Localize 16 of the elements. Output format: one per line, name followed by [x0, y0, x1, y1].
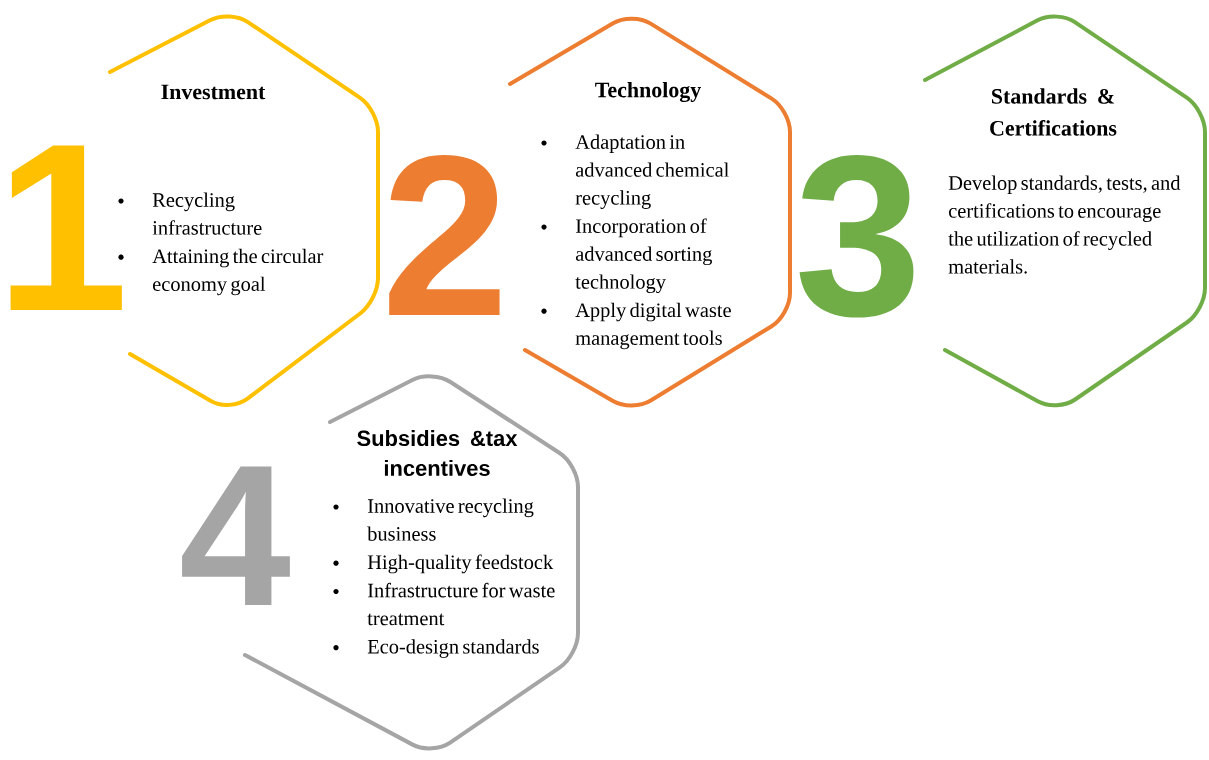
- list-item: Innovative recycling business: [333, 498, 534, 541]
- step-number: 2: [389, 155, 500, 315]
- card-heading: Investment: [161, 84, 266, 100]
- card-heading: Subsidies &tax incentives: [357, 430, 518, 476]
- step-number: 3: [799, 155, 914, 318]
- card-heading: Standards & Certifications: [990, 88, 1117, 136]
- list-item: Adaptation in advanced chemical recycling: [541, 134, 729, 209]
- list-item: Incorporation of advanced sorting technology: [541, 218, 712, 293]
- step-number: 4: [182, 466, 290, 605]
- list-item: Apply digital waste management tools: [541, 302, 731, 350]
- list-item: Eco-design standards: [333, 639, 539, 658]
- list-item: Recycling infrastructure: [118, 192, 262, 235]
- list-item: High-quality feedstock: [333, 554, 554, 574]
- card-text: Develop standards, tests, and certifications to encourage the utilization of recycled materials.: [948, 175, 1181, 274]
- card-heading: Technology: [595, 82, 701, 103]
- list-item: Infrastructure for waste treatment: [333, 582, 555, 626]
